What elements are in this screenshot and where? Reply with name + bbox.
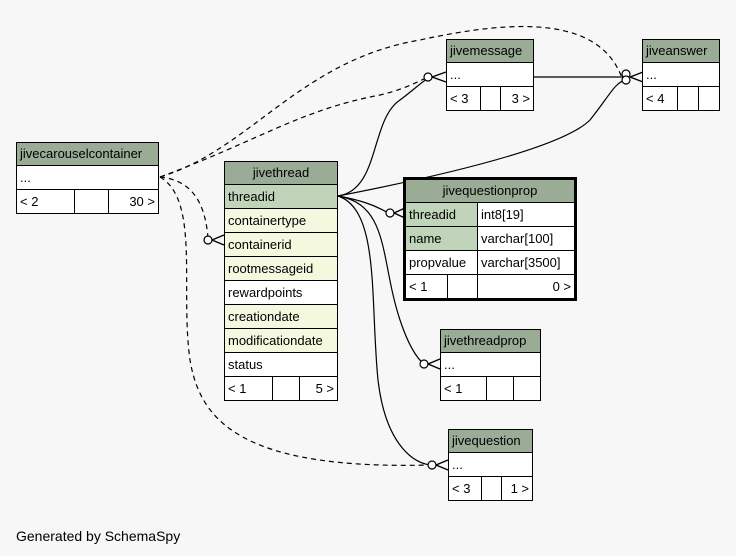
table-jivethread[interactable]: jivethread threadid containertype contai… [224, 161, 338, 401]
column-creationdate: creationdate [228, 309, 300, 324]
child-count: 30 > [129, 194, 155, 209]
crowfoot-circle [203, 235, 213, 245]
table-jivequestionprop[interactable]: jivequestionprop threadid int8[19] name … [403, 177, 577, 301]
crowfoot-circle [419, 359, 429, 369]
column-rootmessageid: rootmessageid [228, 261, 314, 276]
crowfoot-circle [427, 460, 437, 470]
column-ellipsis: ... [646, 67, 657, 82]
child-count: 3 > [511, 91, 530, 106]
table-jivemessage[interactable]: jivemessage ... < 3 3 > [446, 39, 534, 111]
column-ellipsis: ... [452, 457, 463, 472]
column-containerid: containerid [228, 237, 292, 252]
table-footer: < 3 1 > [449, 477, 532, 500]
column-type: varchar[100] [481, 231, 554, 246]
crowfoot-circle [423, 72, 433, 82]
parent-count: < 3 [447, 87, 481, 110]
crowfoot-circle [385, 208, 395, 218]
column-name: name [406, 227, 478, 250]
parent-count: < 1 [225, 377, 273, 400]
parent-count: < 4 [643, 87, 678, 110]
parent-count: < 2 [17, 190, 75, 213]
edge-carousel-message [159, 76, 431, 178]
table-footer: < 2 30 > [17, 190, 158, 213]
table-footer: < 4 [643, 87, 719, 110]
edge-thread-threadprop [337, 195, 426, 365]
generated-by-label: Generated by SchemaSpy [16, 528, 181, 544]
column-containertype: containertype [228, 213, 307, 228]
parent-count: < 1 [406, 275, 448, 298]
parent-count: < 3 [449, 477, 482, 500]
child-count: 1 > [510, 481, 529, 496]
table-footer: < 3 3 > [447, 87, 533, 110]
table-jivecarouselcontainer[interactable]: jivecarouselcontainer ... < 2 30 > [16, 142, 159, 214]
table-footer: < 1 5 > [225, 377, 337, 400]
column-propvalue: propvalue [406, 251, 478, 274]
table-title: jiveanswer [643, 40, 719, 63]
column-ellipsis: ... [450, 67, 461, 82]
child-count [514, 377, 540, 400]
edge-thread-answer [337, 79, 627, 197]
edge-thread-questionprop [337, 195, 389, 214]
column-rewardpoints: rewardpoints [228, 285, 303, 300]
column-threadid: threadid [406, 203, 478, 226]
table-footer: < 1 [441, 377, 540, 400]
table-title: jivethread [225, 162, 337, 185]
column-modificationdate: modificationdate [228, 333, 323, 348]
column-ellipsis: ... [444, 357, 455, 372]
edge-thread-question [337, 195, 431, 466]
parent-count: < 1 [441, 377, 487, 400]
edge-thread-message [337, 77, 433, 197]
table-title: jivemessage [447, 40, 533, 63]
column-type: int8[19] [481, 207, 524, 222]
child-count [699, 87, 719, 110]
table-jiveanswer[interactable]: jiveanswer ... < 4 [642, 39, 720, 111]
crowfoot-circle [621, 75, 631, 85]
table-footer: < 1 0 > [406, 275, 574, 298]
table-title: jivequestion [449, 430, 532, 453]
table-title: jivecarouselcontainer [17, 143, 158, 166]
column-type: varchar[3500] [481, 255, 561, 270]
table-title: jivethreadprop [441, 330, 540, 353]
column-threadid: threadid [228, 189, 275, 204]
child-count: 0 > [552, 279, 571, 294]
table-title: jivequestionprop [406, 180, 574, 203]
child-count: 5 > [315, 381, 334, 396]
table-jivequestion[interactable]: jivequestion ... < 3 1 > [448, 429, 533, 501]
edge-carousel-answer [159, 25, 623, 178]
column-status: status [228, 357, 263, 372]
column-ellipsis: ... [20, 170, 31, 185]
edge-carousel-thread [159, 176, 209, 239]
table-jivethreadprop[interactable]: jivethreadprop ... < 1 [440, 329, 541, 401]
